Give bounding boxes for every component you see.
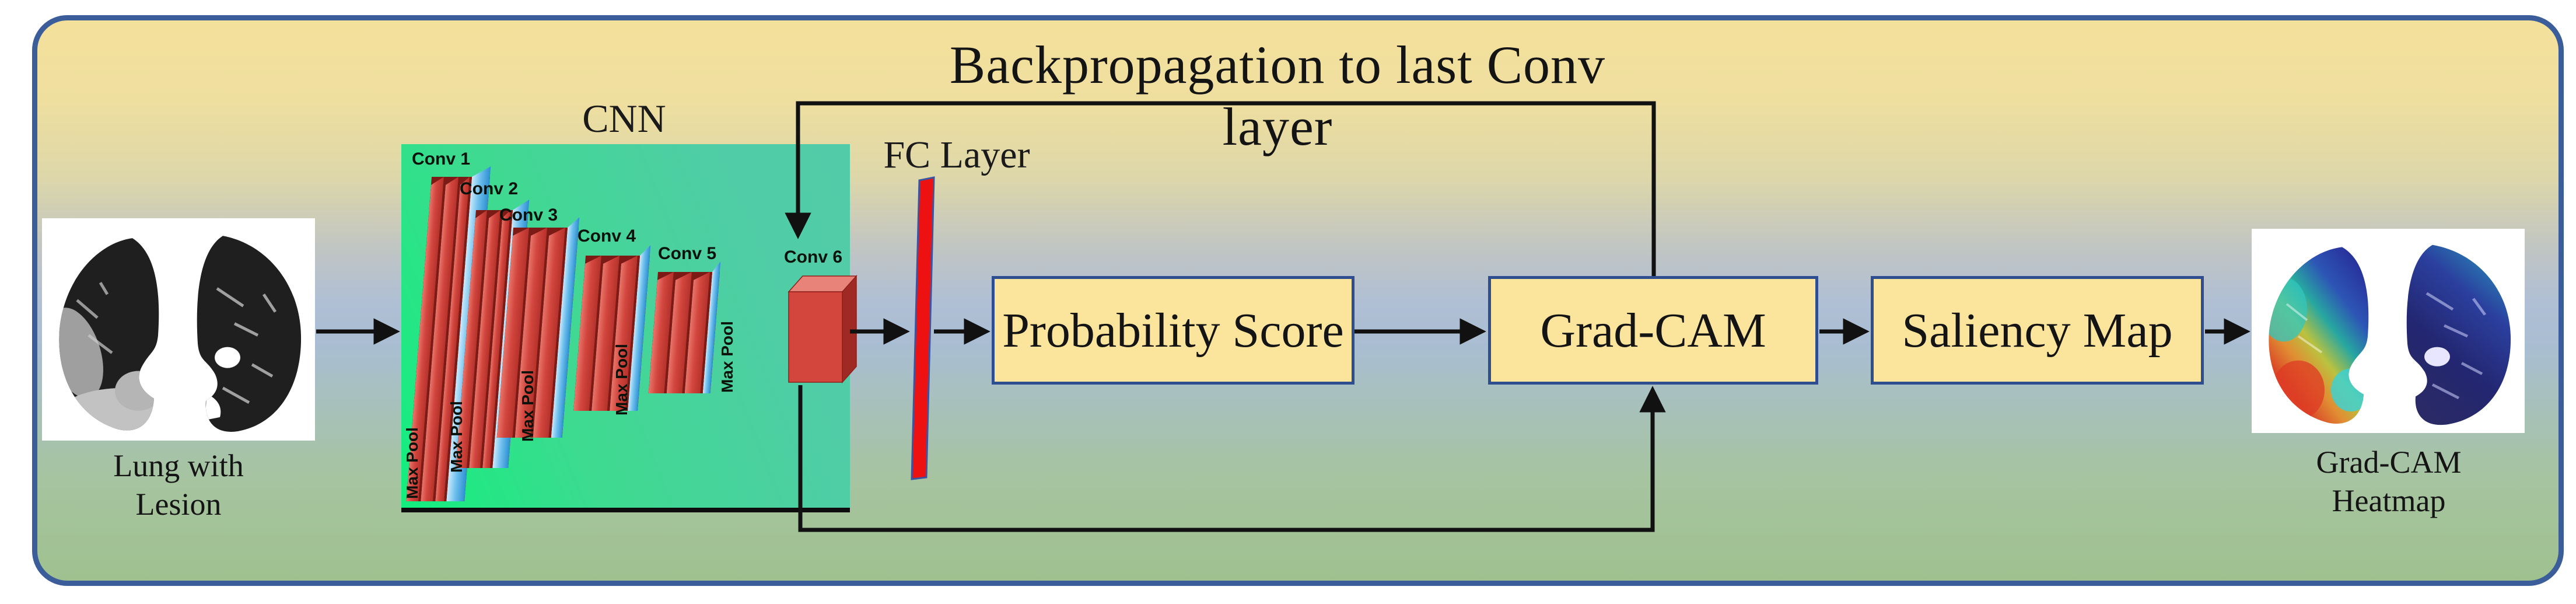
saliency-map-node: Saliency Map: [1871, 276, 2204, 385]
gradcam-node: Grad-CAM: [1488, 276, 1818, 385]
conv4-layer-stack: [573, 256, 650, 411]
probability-score-node: Probability Score: [992, 276, 1354, 385]
maxpool5-label: Max Pool: [718, 321, 736, 393]
maxpool2-label: Max Pool: [447, 401, 466, 473]
gradcam-label: Grad-CAM: [1540, 303, 1766, 358]
lung-ct-graphic: [42, 218, 315, 441]
conv2-label: Conv 2: [460, 179, 519, 198]
fc-layer-label: FC Layer: [883, 134, 1030, 176]
maxpool1-label: Max Pool: [403, 427, 421, 499]
cnn-title: CNN: [582, 96, 666, 141]
gradcam-heatmap-graphic: [2252, 229, 2525, 433]
lung-ct-image: [42, 218, 315, 441]
conv3-label: Conv 3: [499, 205, 558, 225]
output-caption-line1: Grad-CAM: [2316, 445, 2462, 480]
conv5-label: Conv 5: [658, 244, 717, 263]
conv4-label: Conv 4: [578, 226, 636, 246]
maxpool3-label: Max Pool: [519, 370, 537, 442]
conv1-label: Conv 1: [412, 149, 471, 169]
maxpool4-label: Max Pool: [612, 344, 631, 416]
probability-score-label: Probability Score: [1002, 303, 1344, 358]
conv6-label: Conv 6: [784, 247, 843, 267]
gradcam-heatmap-image: [2252, 229, 2525, 433]
saliency-map-label: Saliency Map: [1902, 303, 2173, 358]
input-caption: Lung with Lesion: [30, 447, 327, 524]
output-caption-line2: Heatmap: [2332, 483, 2446, 518]
input-caption-line1: Lung with: [113, 448, 244, 483]
conv5-layer-stack: [648, 272, 720, 393]
output-caption: Grad-CAM Heatmap: [2246, 444, 2532, 521]
input-caption-line2: Lesion: [135, 486, 222, 522]
